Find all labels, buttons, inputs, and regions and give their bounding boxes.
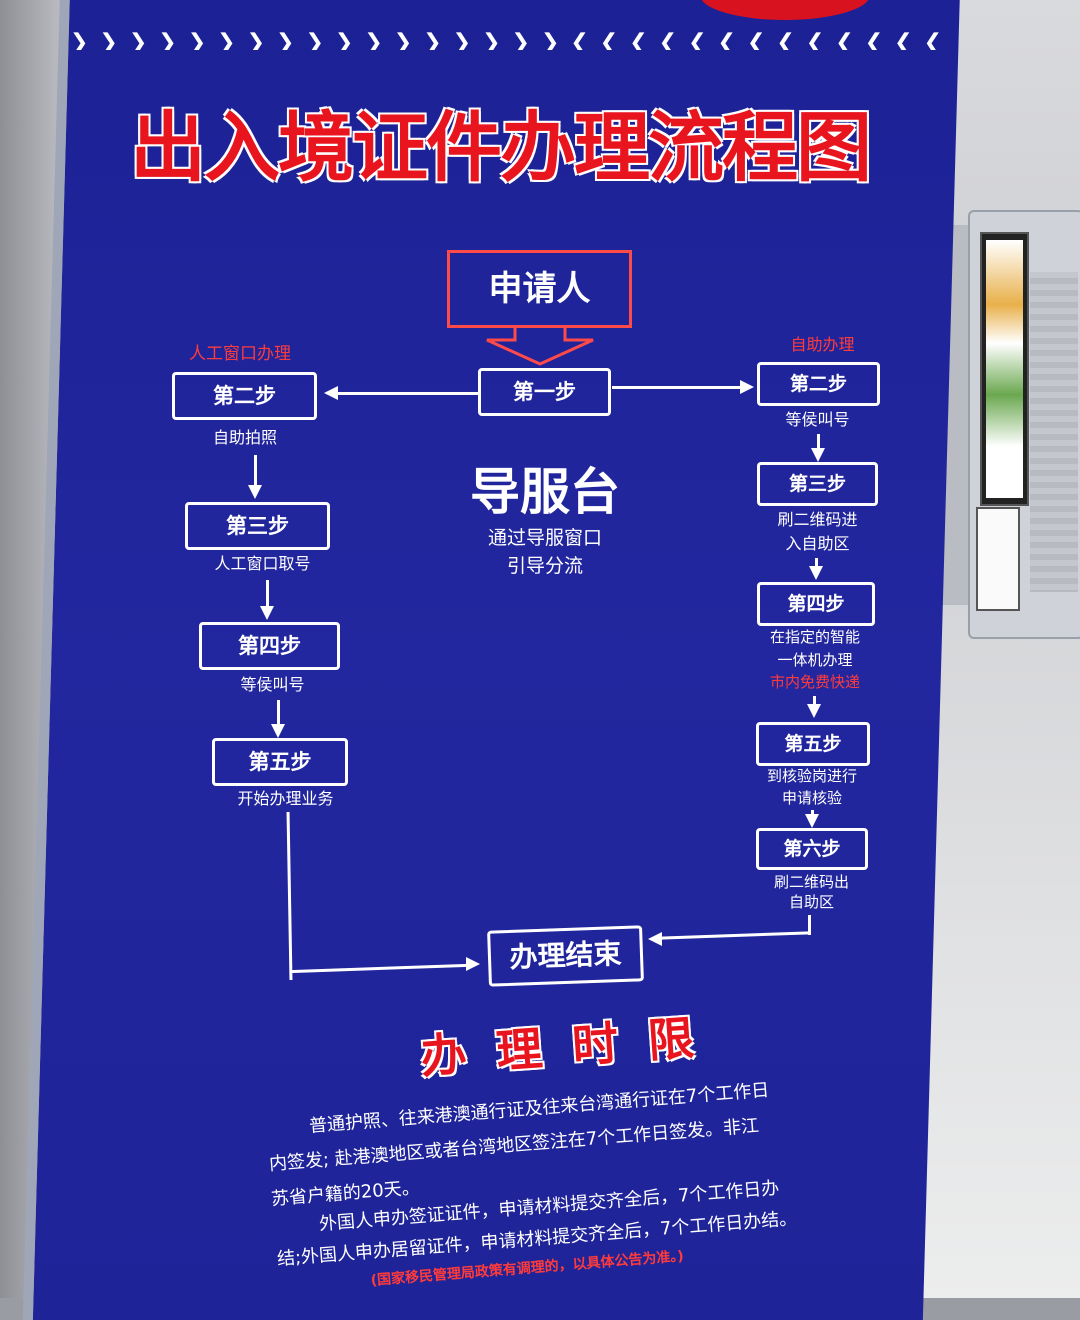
left-step5-box: 第五步 — [212, 738, 348, 786]
poster-title: 出入境证件办理流程图 — [130, 103, 872, 192]
right-step6-desc2: 自助区 — [788, 893, 834, 911]
connector — [254, 455, 257, 485]
arrow-down-icon — [809, 566, 823, 580]
right-step3-box: 第三步 — [757, 462, 878, 506]
right-step4-box: 第四步 — [757, 582, 875, 626]
applicant-box: 申请人 — [447, 250, 632, 328]
connector — [277, 700, 280, 724]
right-step2-box: 第二步 — [757, 362, 880, 406]
left-step4-box: 第四步 — [199, 622, 340, 670]
arrow-right-icon — [740, 380, 754, 394]
kiosk-screen — [980, 232, 1029, 506]
right-step3-desc2: 入自助区 — [785, 534, 850, 553]
connector — [815, 558, 818, 568]
connector — [817, 434, 820, 448]
express-note: 市内免费快递 — [769, 673, 860, 691]
arrow-down-icon — [260, 606, 274, 620]
right-step5-desc2: 申请核验 — [781, 789, 842, 807]
down-arrow-icon — [486, 326, 594, 366]
kiosk-lower-screen — [976, 507, 1020, 611]
guide-desk: 导服台 通过导服窗口 引导分流 — [445, 460, 645, 580]
connector — [266, 580, 269, 606]
arrow-left-icon — [648, 932, 662, 946]
left-step2-desc: 自助拍照 — [212, 428, 277, 447]
right-step5-desc1: 到核验岗进行 — [766, 767, 857, 785]
guide-desk-line2: 引导分流 — [506, 555, 583, 577]
right-step6-box: 第六步 — [756, 828, 868, 870]
arrow-down-icon — [271, 724, 285, 738]
decorative-border: ❯❯❯❯❯❯❯❯❯❯❯❯❯❯❯❯❯❮❮❮❮❮❮❮❮❮❮❮❮❮❮❮❮❮ — [70, 30, 945, 50]
top-decoration — [700, 0, 870, 20]
left-step3-desc: 人工窗口取号 — [214, 554, 311, 573]
right-step5-box: 第五步 — [756, 722, 870, 766]
left-step4-desc: 等侯叫号 — [240, 675, 305, 694]
arrow-down-icon — [248, 485, 262, 499]
left-step3-box: 第三步 — [185, 502, 330, 550]
end-box: 办理结束 — [487, 925, 644, 987]
kiosk-side-panel — [1030, 272, 1078, 592]
self-service-header: 自助办理 — [790, 335, 855, 354]
arrow-down-icon — [805, 814, 819, 828]
arrow-down-icon — [811, 448, 825, 462]
arrow-line-right — [612, 386, 740, 389]
arrow-down-icon — [807, 704, 821, 718]
right-step3-desc1: 刷二维码进 — [777, 510, 858, 529]
arrow-right-icon — [466, 957, 480, 971]
connector — [811, 810, 814, 816]
connector — [813, 696, 816, 706]
right-step4-desc1: 在指定的智能 — [769, 628, 860, 646]
connector — [808, 915, 811, 935]
step1-box: 第一步 — [478, 368, 611, 416]
guide-desk-line1: 通过导服窗口 — [487, 527, 602, 549]
self-service-kiosk — [968, 210, 1080, 639]
right-step4-desc2: 一体机办理 — [777, 651, 853, 669]
guide-desk-title: 导服台 — [470, 463, 620, 521]
arrow-left-icon — [324, 386, 338, 400]
manual-window-header: 人工窗口办理 — [189, 344, 291, 364]
right-step6-desc1: 刷二维码出 — [773, 873, 849, 891]
left-step5-desc: 开始办理业务 — [237, 789, 334, 808]
arrow-line-left — [338, 392, 478, 395]
left-step2-box: 第二步 — [172, 372, 317, 420]
right-step2-desc: 等侯叫号 — [785, 410, 850, 429]
